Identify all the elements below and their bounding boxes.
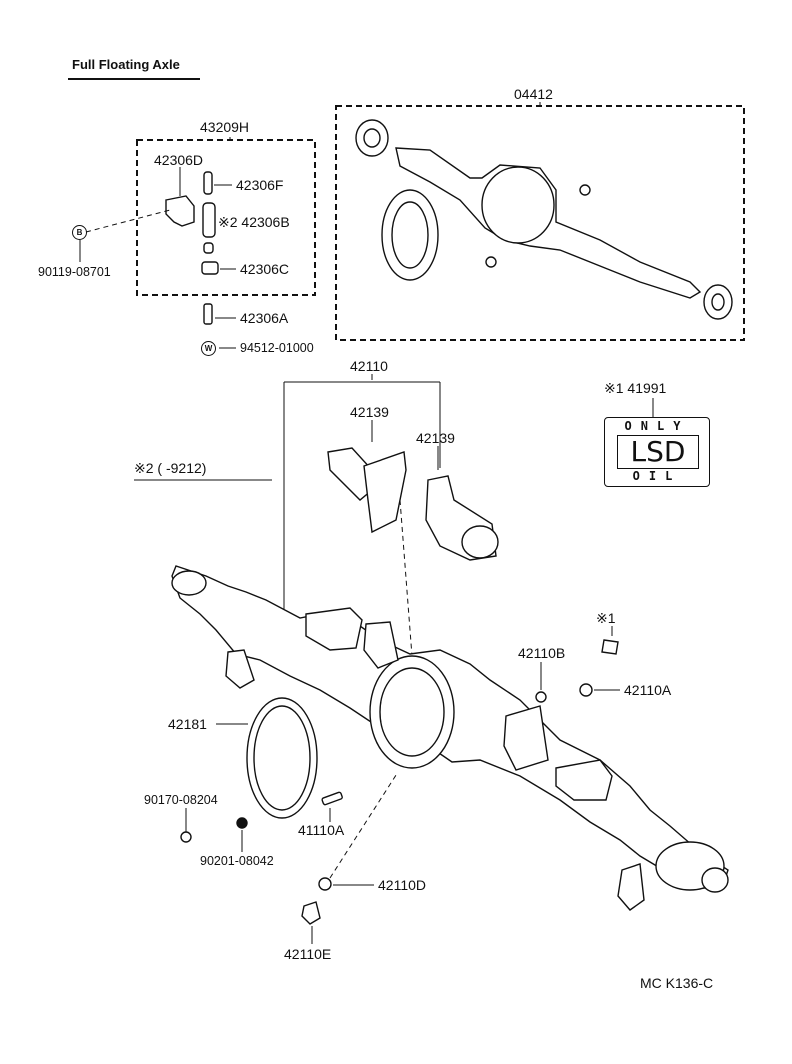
differential-carrier-parts-drawing [283, 374, 499, 657]
group-box-43209H [136, 139, 316, 296]
axle-housing-assembly-drawing [355, 119, 733, 320]
label-42306D: 42306D [154, 152, 204, 168]
w-symbol-icon: W [201, 341, 216, 356]
badge-top-text: ONLY [624, 419, 690, 433]
badge-middle-text: LSD [617, 435, 699, 469]
breather-parts-drawing [79, 167, 236, 349]
label-42110D: 42110D [378, 877, 427, 893]
label-90201-08042: 90201-08042 [200, 854, 274, 868]
carrier-gasket-drawing [216, 697, 318, 819]
title-underline [68, 78, 200, 80]
main-axle-housing-drawing [171, 565, 729, 911]
diagram-code: MC K136-C [640, 975, 714, 991]
label-41991: ※1 41991 [604, 380, 667, 396]
label-42306C: 42306C [240, 261, 290, 277]
label-42306B: ※2 42306B [218, 214, 290, 230]
label-9212-spec: ※2 ( -9212) [134, 460, 207, 476]
label-42110B: 42110B [518, 645, 566, 661]
label-94512-01000: 94512-01000 [240, 341, 314, 355]
label-42139-left: 42139 [350, 404, 389, 420]
label-41110A: 41110A [298, 822, 345, 838]
label-42181: 42181 [168, 716, 207, 732]
label-43209H: 43209H [200, 119, 250, 135]
label-90170-08204: 90170-08204 [144, 793, 218, 807]
label-04412: 04412 [514, 86, 553, 102]
label-42306F: 42306F [236, 177, 284, 193]
label-mark-1: ※1 [596, 610, 616, 626]
label-42110A: 42110A [624, 682, 672, 698]
fasteners-drawing [180, 662, 620, 944]
label-42110: 42110 [350, 358, 388, 374]
diagram-title: Full Floating Axle [72, 57, 180, 72]
label-42306A: 42306A [240, 310, 289, 326]
label-90119-08701: 90119-08701 [38, 265, 111, 279]
badge-bottom-text: OIL [632, 469, 682, 483]
label-42110E: 42110E [284, 946, 332, 962]
b-symbol-icon: B [72, 225, 87, 240]
label-42139-right: 42139 [416, 430, 455, 446]
lsd-oil-badge: ONLY LSD OIL [604, 417, 710, 487]
